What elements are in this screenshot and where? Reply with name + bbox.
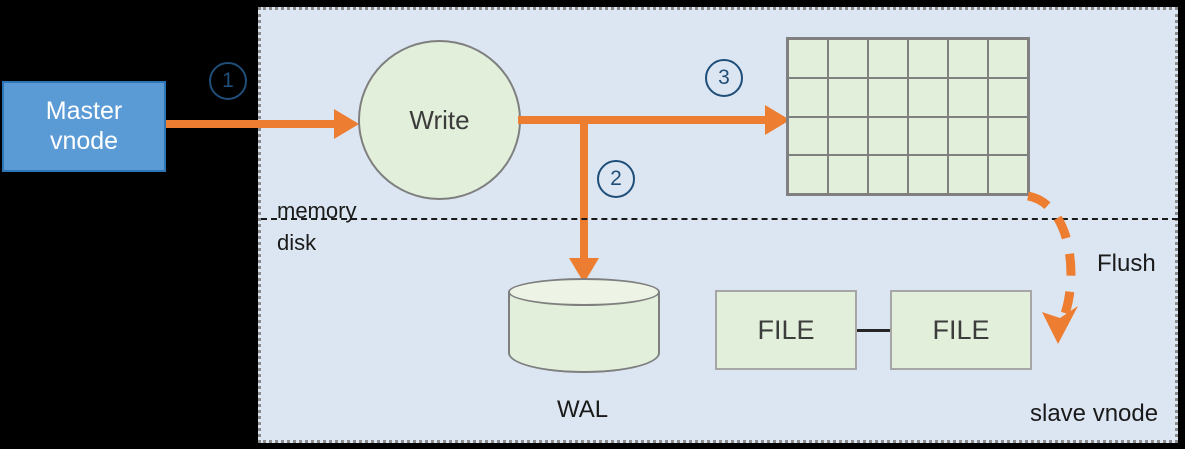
step-badge-1: 1 — [209, 62, 247, 100]
master-vnode-box[interactable]: Master vnode — [2, 81, 166, 172]
step-badge-1-label: 1 — [222, 69, 234, 92]
disk-label: disk — [277, 230, 317, 255]
step-badge-2-label: 2 — [610, 167, 622, 190]
arrow-master-to-write-head — [334, 109, 359, 139]
table-cell — [868, 77, 908, 117]
table-cell — [788, 116, 828, 156]
table-cell — [988, 77, 1028, 117]
table-cell — [948, 155, 988, 194]
wal-cylinder-top — [508, 278, 660, 306]
file-box-2[interactable]: FILE — [890, 290, 1032, 370]
table-cell — [868, 39, 908, 78]
memory-label: memory — [277, 198, 357, 223]
file-box-1-label: FILE — [757, 314, 815, 345]
file-box-2-label: FILE — [932, 314, 990, 345]
file-connector-line — [857, 329, 890, 332]
arrow-write-to-table-head — [765, 105, 790, 135]
table-cell — [908, 39, 948, 78]
table-cell — [988, 155, 1028, 194]
table-cell — [908, 116, 948, 156]
table-cell — [988, 39, 1028, 78]
table-cell — [828, 155, 868, 194]
table-cell — [828, 116, 868, 156]
table-cell — [948, 116, 988, 156]
table-cell — [988, 116, 1028, 156]
table-cell — [788, 39, 828, 78]
slave-vnode-label: slave vnode — [1030, 400, 1159, 427]
wal-cylinder[interactable] — [508, 278, 660, 373]
arrow-write-to-table-line — [518, 116, 774, 124]
arrow-master-to-write-line — [166, 120, 342, 128]
table-cell — [828, 39, 868, 78]
memory-table-grid — [786, 37, 1030, 196]
step-badge-2: 2 — [597, 160, 635, 198]
table-cell — [788, 77, 828, 117]
arrow-write-to-wal-line — [580, 116, 588, 266]
step-badge-3: 3 — [705, 59, 743, 97]
file-box-1[interactable]: FILE — [715, 290, 857, 370]
master-vnode-label: Master vnode — [45, 97, 123, 155]
table-cell — [948, 39, 988, 78]
table-cell — [868, 155, 908, 194]
wal-label: WAL — [557, 396, 609, 423]
table-cell — [908, 77, 948, 117]
table-cell — [948, 77, 988, 117]
step-badge-3-label: 3 — [718, 66, 730, 89]
table-cell — [908, 155, 948, 194]
flush-label: Flush — [1097, 250, 1156, 277]
table-cell — [828, 77, 868, 117]
write-node-label: Write — [409, 104, 470, 135]
table-cell — [868, 116, 908, 156]
write-node[interactable]: Write — [358, 40, 521, 200]
memory-disk-divider — [261, 218, 1178, 220]
table-cell — [788, 155, 828, 194]
